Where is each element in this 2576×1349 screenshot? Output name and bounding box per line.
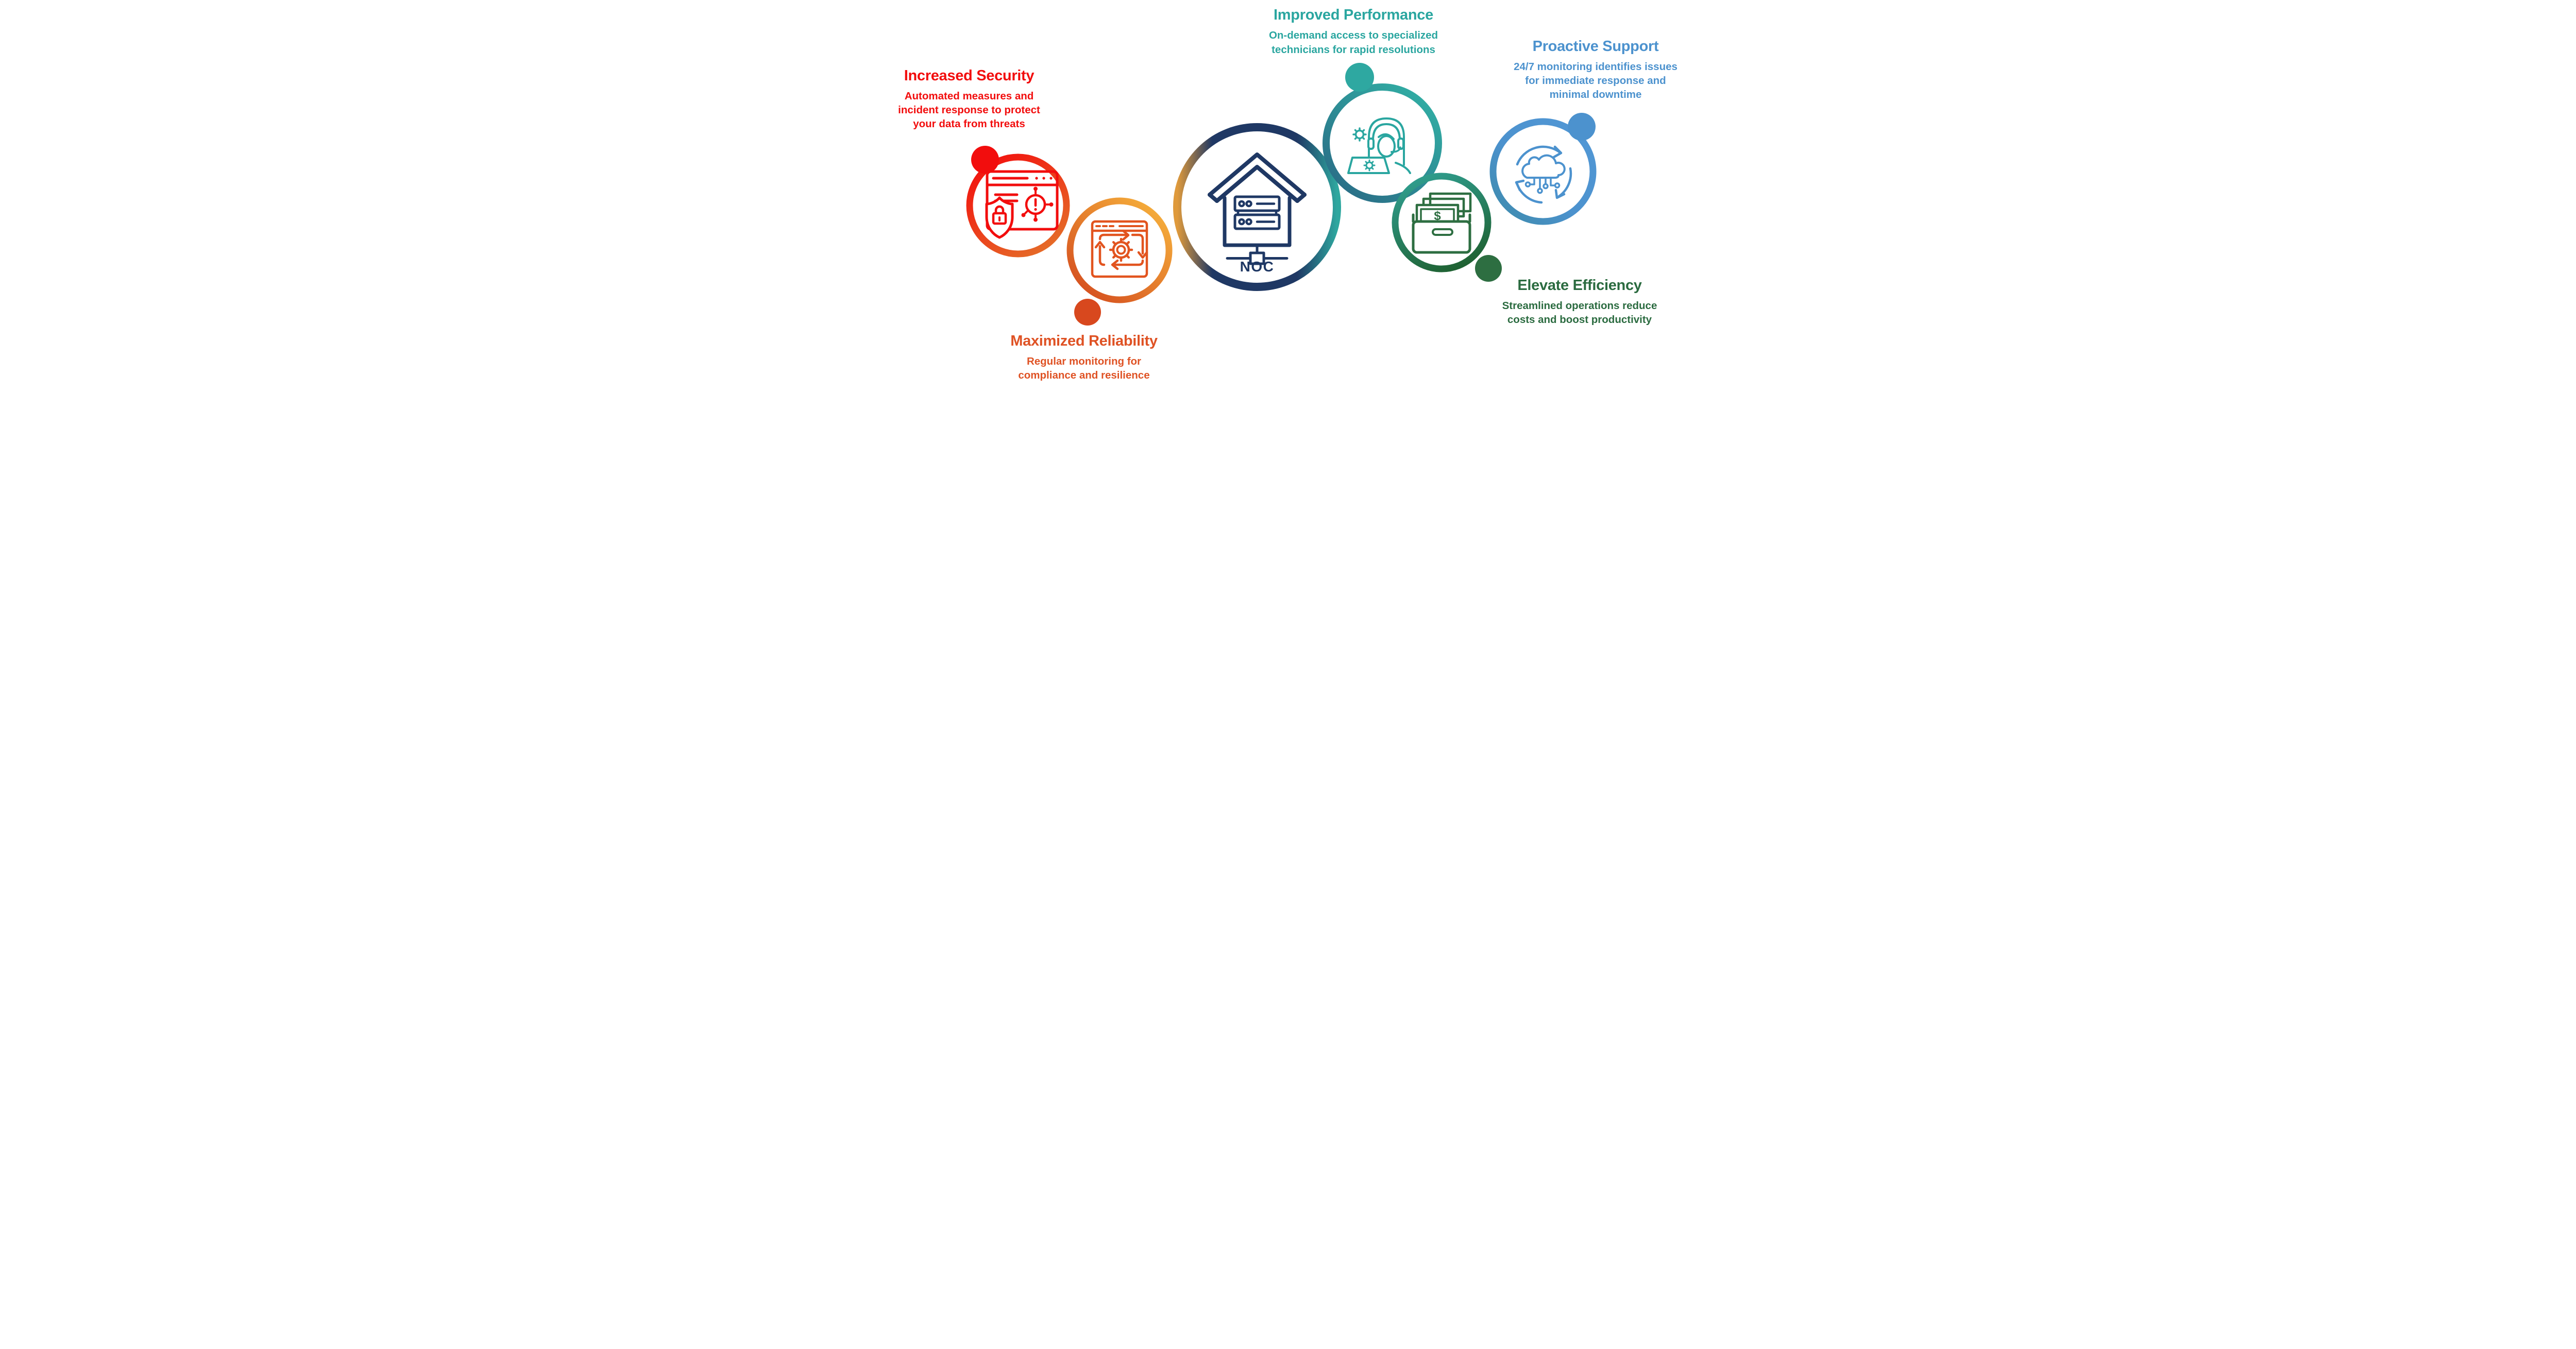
support-ring-dot <box>1568 113 1596 141</box>
benefit-proactive-support: Proactive Support 24/7 monitoring identi… <box>1493 38 1692 101</box>
benefit-description-line: Streamlined operations reduce <box>1502 300 1657 312</box>
performance-ring-dot <box>1345 63 1374 92</box>
benefit-description-line: Automated measures and <box>904 90 1034 102</box>
benefit-description-line: minimal downtime <box>1549 89 1642 100</box>
efficiency-ring-dot <box>1475 255 1502 282</box>
noc-benefits-infographic: $ Increased Security Automat <box>884 0 1692 400</box>
reliability-ring-dot <box>1074 299 1101 326</box>
cash-folder-icon: $ <box>1412 192 1472 254</box>
security-ring <box>966 153 1070 258</box>
performance-ring <box>1323 83 1442 203</box>
noc-center-ring <box>1173 123 1341 291</box>
benefit-description-line: 24/7 monitoring identifies issues <box>1514 61 1677 73</box>
benefit-description-line: technicians for rapid resolutions <box>1272 44 1435 56</box>
benefit-title: Elevate Efficiency <box>1517 277 1642 294</box>
benefit-description-line: your data from threats <box>913 118 1025 130</box>
benefit-description-line: incident response to protect <box>898 104 1040 116</box>
benefit-description-line: On-demand access to specialized <box>1268 29 1438 41</box>
benefit-title: Proactive Support <box>1532 38 1659 55</box>
benefit-description-line: compliance and resilience <box>1018 369 1150 381</box>
benefit-elevate-efficiency: Elevate Efficiency Streamlined operation… <box>1477 277 1683 327</box>
benefit-title: Maximized Reliability <box>1010 333 1158 349</box>
benefit-increased-security: Increased Security Automated measures an… <box>884 67 1067 131</box>
benefit-improved-performance: Improved Performance On-demand access to… <box>1250 7 1456 57</box>
browser-shield-alert-icon <box>985 170 1059 239</box>
support-agent-headset-icon <box>1347 117 1411 174</box>
security-ring-dot <box>971 146 999 174</box>
dollar-glyph: $ <box>1434 209 1441 223</box>
browser-gear-sync-icon <box>1091 220 1148 278</box>
noc-center-label: NOC <box>1240 259 1275 275</box>
benefit-description-line: Regular monitoring for <box>1026 355 1142 367</box>
benefit-maximized-reliability: Maximized Reliability Regular monitoring… <box>986 333 1182 382</box>
benefit-title: Increased Security <box>904 67 1035 84</box>
efficiency-ring <box>1392 173 1492 272</box>
benefit-title: Improved Performance <box>1274 7 1433 23</box>
reliability-ring <box>1066 197 1173 303</box>
infographic-canvas: $ <box>966 63 1597 326</box>
benefit-description-line: for immediate response and <box>1525 75 1666 87</box>
benefit-description-line: costs and boost productivity <box>1507 314 1652 326</box>
noc-house-server-icon <box>1208 152 1307 265</box>
support-ring <box>1489 118 1597 225</box>
cloud-sync-icon <box>1515 145 1572 204</box>
